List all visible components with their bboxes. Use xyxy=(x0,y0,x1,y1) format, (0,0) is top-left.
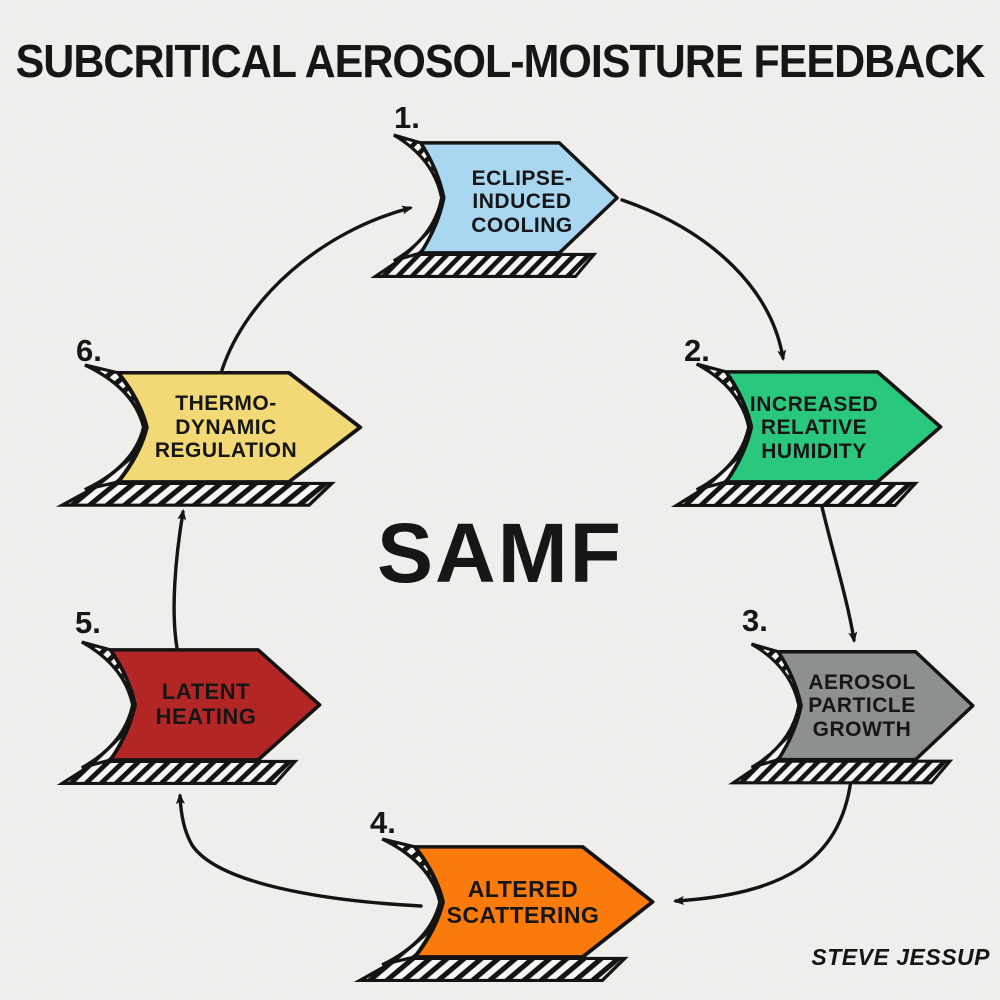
node-4-shape xyxy=(353,837,655,983)
node-5-shape xyxy=(56,640,322,786)
node-5-arrow xyxy=(108,648,322,762)
connector-1-2 xyxy=(620,198,787,361)
node-1-label: ECLIPSE- INDUCED COOLING xyxy=(471,166,573,237)
node-3-label: AEROSOL PARTICLE GROWTH xyxy=(808,670,916,741)
node-5-label: LATENT HEATING xyxy=(155,679,257,729)
node-6-shape xyxy=(55,363,363,507)
node-3-arrow xyxy=(776,649,975,762)
node-4-label: ALTERED SCATTERING xyxy=(446,876,600,928)
node-6-label: THERMO- DYNAMIC REGULATION xyxy=(154,392,298,463)
node-2-label: INCREASED RELATIVE HUMIDITY xyxy=(749,392,879,463)
node-6-arrow xyxy=(116,371,363,484)
diagram-title: SUBCRITICAL AEROSOL-MOISTURE FEEDBACK xyxy=(15,36,986,88)
connector-5-6 xyxy=(172,509,187,650)
node-1-arrow xyxy=(419,141,619,255)
center-acronym: SAMF xyxy=(377,506,623,600)
node-2-arrow xyxy=(724,370,943,484)
node-6-number: 6. xyxy=(76,333,102,368)
author-credit: STEVE JESSUP xyxy=(811,944,990,970)
node-4-number: 4. xyxy=(370,805,396,840)
node-5-number: 5. xyxy=(75,605,101,640)
connector-6-1 xyxy=(220,205,413,372)
node-2-shape xyxy=(670,362,943,508)
connector-4-5 xyxy=(175,793,423,908)
node-3-shape xyxy=(728,642,975,785)
node-1-number: 1. xyxy=(394,100,420,135)
node-4-arrow xyxy=(412,845,655,959)
node-3-number: 3. xyxy=(742,603,768,638)
connector-3-4 xyxy=(673,778,853,905)
connector-2-3 xyxy=(820,505,858,643)
node-1-shape xyxy=(370,133,619,279)
node-2-number: 2. xyxy=(684,333,710,368)
